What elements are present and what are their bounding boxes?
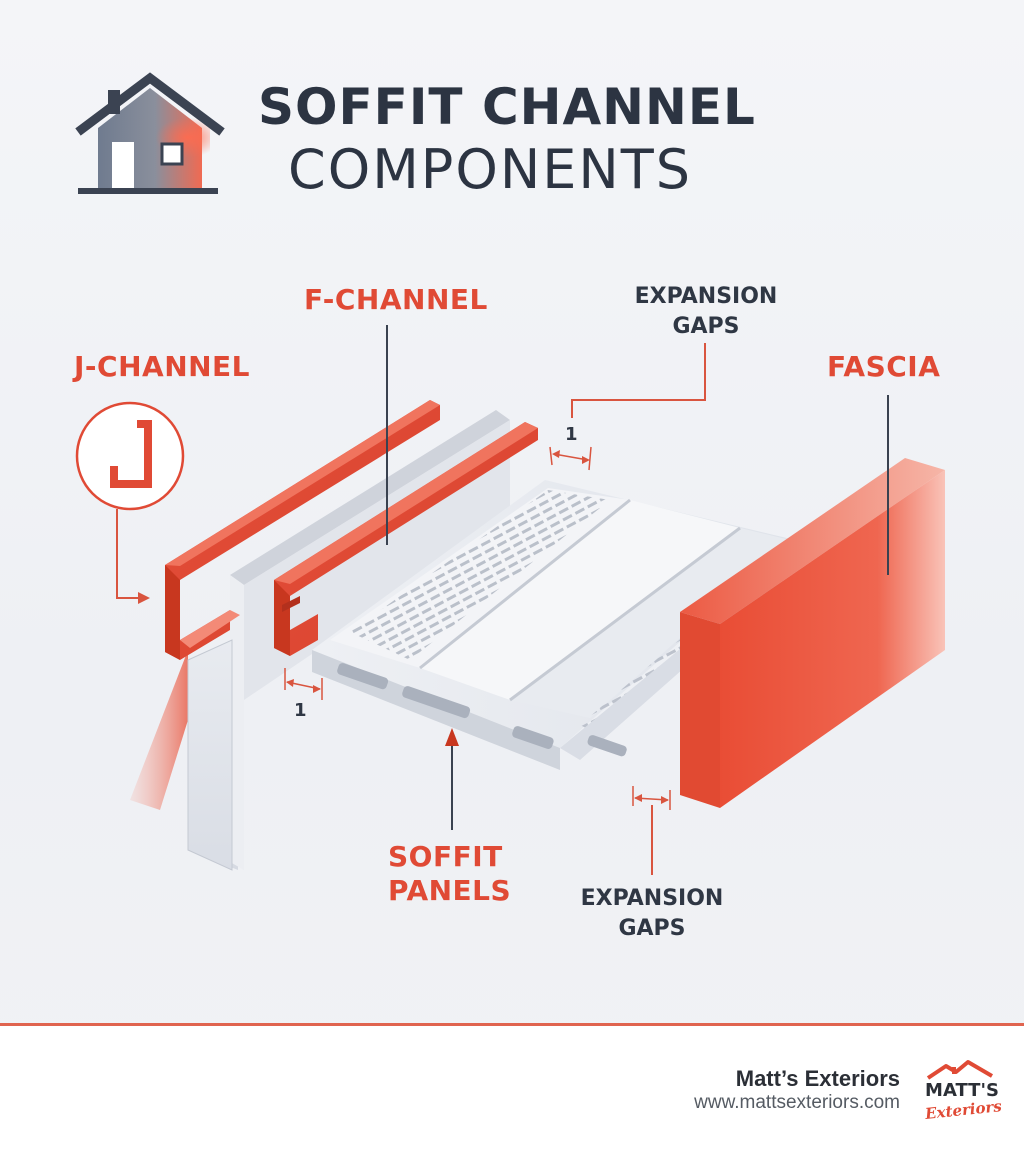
title-line-1: SOFFIT CHANNEL (258, 78, 756, 136)
footer-divider (0, 1023, 1024, 1026)
soffit-panels-label: SOFFIT PANELS (388, 840, 511, 908)
fascia-label: FASCIA (827, 350, 941, 383)
logo-roof-icon (926, 1060, 994, 1080)
soffit-diagram (75, 325, 945, 875)
j-channel-profile-icon (110, 420, 152, 488)
f-channel-label: F-CHANNEL (304, 283, 488, 316)
expansion-gaps-top-line1: EXPANSION (634, 284, 778, 309)
title-line-2: COMPONENTS (288, 138, 693, 201)
soffit-panels-line2: PANELS (388, 874, 512, 907)
soffit-panels-line1: SOFFIT (388, 840, 503, 873)
logo-wordmark: MATT'S (925, 1080, 999, 1101)
expansion-gaps-top-label: EXPANSION GAPS (606, 282, 806, 342)
company-logo: MATT'S Exteriors (923, 1060, 1003, 1123)
footer (0, 1026, 1024, 1154)
gap-dimension-left: 1 (294, 700, 307, 721)
expansion-gaps-bottom-label: EXPANSION GAPS (552, 884, 752, 944)
j-channel-label: J-CHANNEL (74, 350, 251, 383)
expansion-gaps-bottom-line1: EXPANSION (580, 886, 724, 911)
expansion-gaps-top-line2: GAPS (672, 314, 740, 339)
house-icon (75, 72, 225, 194)
company-url: www.mattsexteriors.com (694, 1092, 900, 1113)
gap-dimension-top: 1 (565, 424, 578, 445)
expansion-gaps-bottom-line2: GAPS (618, 916, 686, 941)
company-name: Matt’s Exteriors (735, 1066, 900, 1091)
